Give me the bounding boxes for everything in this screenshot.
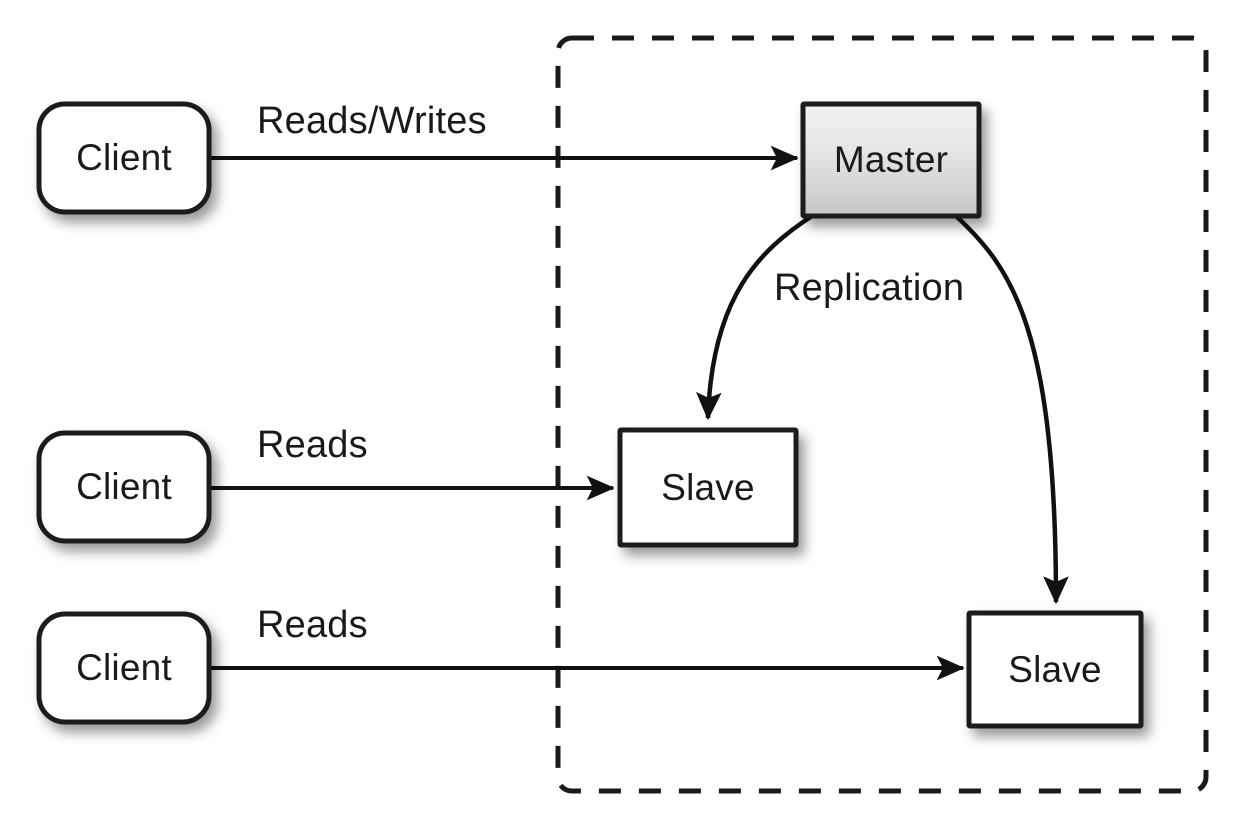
node-client-1[interactable] (36, 101, 212, 215)
edge-master-to-slave1 (696, 214, 814, 421)
edge-label-reads-2: Reads (257, 604, 368, 646)
edge-label-reads-writes: Reads/Writes (257, 100, 487, 142)
node-slave-2[interactable] (966, 610, 1144, 729)
edge-label-replication: Replication (774, 267, 965, 309)
edge-label-reads-1: Reads (257, 424, 368, 466)
replication-boundary (555, 35, 1209, 794)
node-client-2[interactable] (36, 430, 212, 544)
node-slave-1[interactable] (617, 427, 799, 548)
node-client-3[interactable] (36, 611, 212, 725)
node-master[interactable] (800, 101, 982, 219)
edge-master-to-slave2 (954, 214, 1069, 605)
